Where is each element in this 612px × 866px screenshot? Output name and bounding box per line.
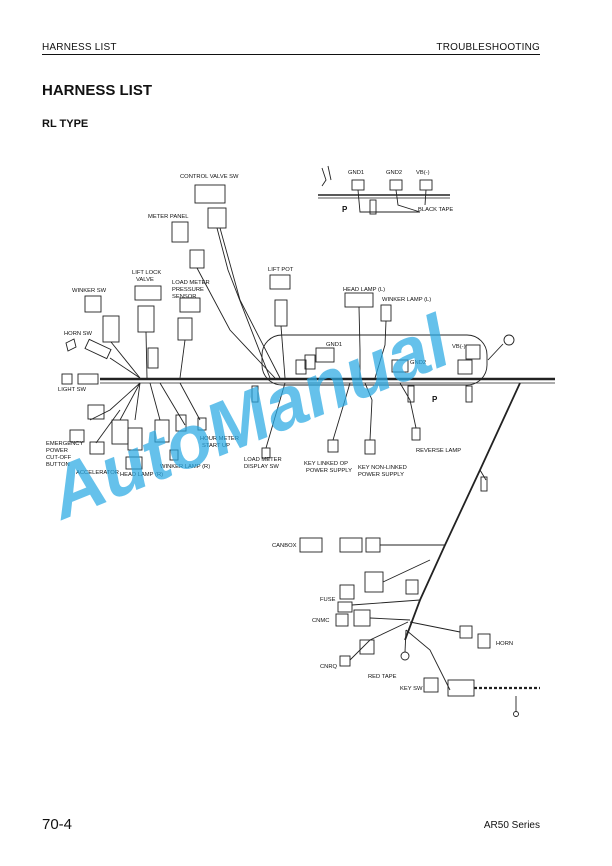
- label-load-meter-pressure-2: PRESSURE: [172, 287, 204, 293]
- page-title: HARNESS LIST: [42, 82, 153, 99]
- label-cnmc: CNMC: [312, 618, 329, 624]
- label-head-lamp-r: HEAD LAMP (R): [120, 472, 163, 478]
- label-gnd2-top: GND2: [386, 170, 402, 176]
- label-load-meter-display-1: LOAD METER: [244, 457, 282, 463]
- label-winker-lamp-l: WINKER LAMP (L): [382, 297, 431, 303]
- label-emergency-2: POWER: [46, 448, 68, 454]
- label-cnrq: CNRQ: [320, 664, 338, 670]
- label-canbox: CANBOX: [272, 543, 297, 549]
- label-meter-panel: METER PANEL: [148, 214, 189, 220]
- label-horn-sw: HORN SW: [64, 331, 93, 337]
- label-emergency-1: EMERGENCY: [46, 441, 83, 447]
- label-hour-meter-1: HOUR METER: [200, 436, 239, 442]
- series-name: AR50 Series: [483, 820, 540, 831]
- label-load-meter-pressure-1: LOAD METER: [172, 280, 210, 286]
- label-emergency-4: BUTTON: [46, 462, 70, 468]
- label-key-linked-2: POWER SUPPLY: [306, 468, 352, 474]
- label-load-meter-display-2: DISPLAY SW: [244, 464, 279, 470]
- label-light-sw: LIGHT SW: [58, 387, 86, 393]
- label-reverse-lamp: REVERSE LAMP: [416, 448, 461, 454]
- header-rule: [42, 54, 540, 55]
- label-winker-sw: WINKER SW: [72, 288, 107, 294]
- label-lift-lock-valve-2: VALVE: [136, 277, 154, 283]
- label-gnd1-mid: GND1: [326, 342, 342, 348]
- label-key-non-linked-2: POWER SUPPLY: [358, 472, 404, 478]
- header-right-title: TROUBLESHOOTING: [436, 42, 540, 53]
- label-p-mid: P: [432, 395, 438, 404]
- label-head-lamp-l: HEAD LAMP (L): [343, 287, 385, 293]
- label-winker-lamp-r: WINKER LAMP (R): [160, 464, 210, 470]
- label-key-non-linked-1: KEY NON-LINKED: [358, 465, 407, 471]
- label-control-valve-sw: CONTROL VALVE SW: [180, 174, 239, 180]
- label-vb-mid: VB(-): [452, 344, 466, 350]
- header-left-title: HARNESS LIST: [42, 42, 117, 53]
- label-p-top: P: [342, 205, 348, 214]
- label-black-tape: BLACK TAPE: [418, 207, 453, 213]
- label-load-meter-pressure-3: SENSOR: [172, 294, 196, 300]
- label-lift-pot: LIFT POT: [268, 267, 294, 273]
- label-gnd2-mid: GND2: [410, 360, 426, 366]
- watermark-text: AutoManual: [35, 299, 462, 536]
- label-key-linked-1: KEY LINKED OP: [304, 461, 348, 467]
- label-fuse: FUSE: [320, 597, 336, 603]
- section-title: RL TYPE: [42, 118, 89, 130]
- label-accelerator: ACCELERATOR: [76, 470, 119, 476]
- label-vb-top: VB(-): [416, 170, 430, 176]
- page-number: 70-4: [42, 816, 73, 833]
- label-lift-lock-valve-1: LIFT LOCK: [132, 270, 161, 276]
- label-red-tape: RED TAPE: [368, 674, 397, 680]
- label-horn: HORN: [496, 641, 513, 647]
- label-key-sw: KEY SW: [400, 686, 423, 692]
- label-hour-meter-2: START UP: [202, 443, 230, 449]
- label-emergency-3: CUT-OFF: [46, 455, 72, 461]
- label-gnd1-top: GND1: [348, 170, 364, 176]
